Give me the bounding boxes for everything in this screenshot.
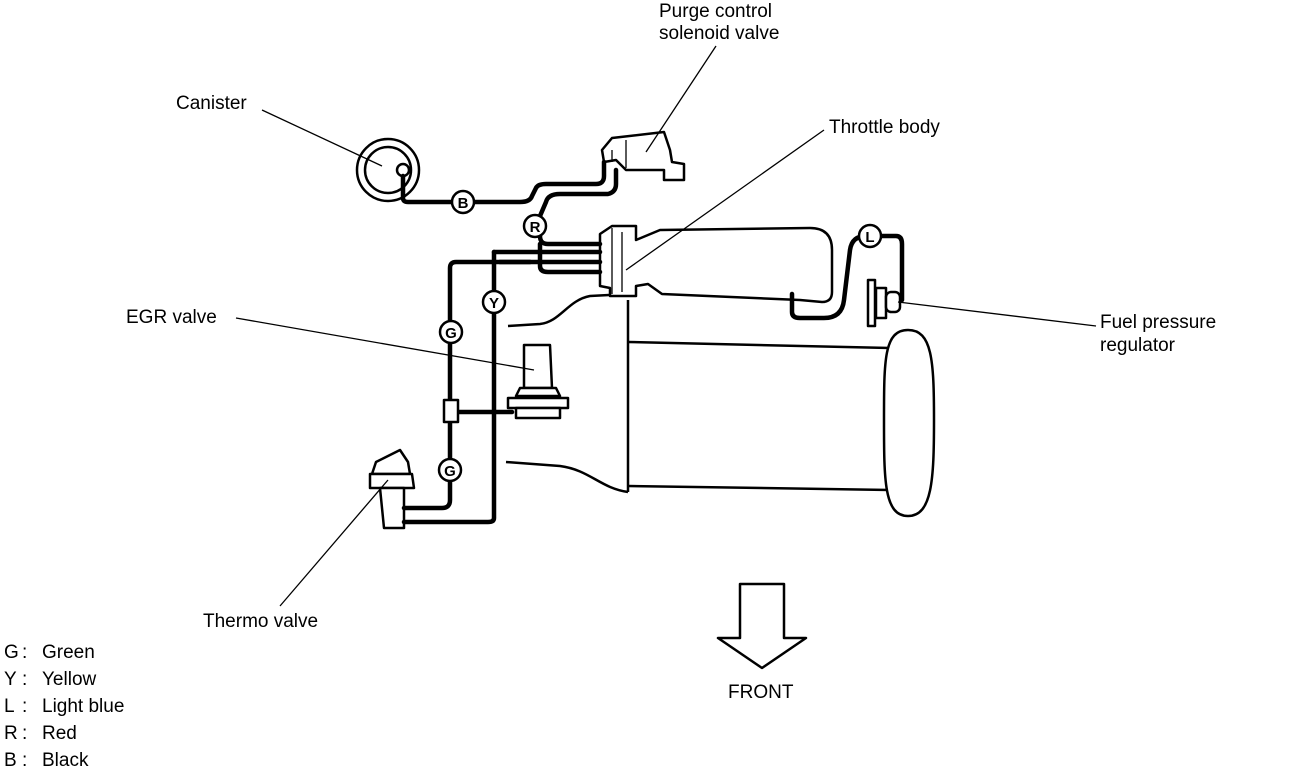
label-throttle-body: Throttle body — [829, 117, 940, 138]
legend-name: Red — [42, 723, 77, 744]
legend-name: Yellow — [42, 669, 97, 690]
legend-code: L — [4, 696, 15, 717]
hose-tag-red-text: R — [530, 219, 541, 236]
label-front: FRONT — [728, 682, 794, 703]
t-joint — [442, 398, 460, 424]
throttle-body — [598, 224, 834, 304]
legend-item: L : Light blue — [4, 696, 124, 717]
label-purge-line2: solenoid valve — [659, 23, 779, 44]
color-legend: G : Green Y : Yellow L : Light blue R : … — [4, 642, 124, 771]
leader-canister — [261, 109, 383, 167]
legend-name: Green — [42, 642, 95, 663]
leader-egr-valve — [235, 317, 535, 371]
leader-thermo-valve — [279, 479, 389, 607]
label-egr-valve: EGR valve — [126, 307, 217, 328]
legend-code: G — [4, 642, 19, 663]
hose-tag-green-upper: G — [438, 319, 464, 345]
leader-lines — [235, 45, 1097, 607]
legend-name: Light blue — [42, 696, 124, 717]
legend-item: B : Black — [4, 750, 89, 771]
hose-tag-yellow: Y — [481, 289, 507, 315]
egr-valve — [506, 343, 570, 420]
thermo-valve — [368, 448, 416, 530]
legend-sep: : — [22, 750, 27, 770]
legend-code: Y — [4, 669, 17, 690]
legend-sep: : — [22, 723, 27, 744]
label-fuel-line1: Fuel pressure — [1100, 312, 1216, 333]
hose-tag-black-text: B — [458, 195, 469, 212]
leader-throttle-body — [625, 129, 825, 271]
hose-tag-yellow-text: Y — [489, 295, 499, 312]
hose-tag-light-blue-text: L — [865, 229, 874, 246]
hose-tag-red: R — [522, 213, 548, 239]
legend-name: Black — [42, 750, 89, 770]
canister — [355, 137, 421, 203]
hose-tag-green-upper-text: G — [445, 325, 457, 342]
legend-item: G : Green — [4, 642, 95, 663]
legend-sep: : — [22, 696, 27, 717]
hose-tag-black: B — [450, 189, 476, 215]
hose-tag-light-blue: L — [857, 223, 883, 249]
legend-item: Y : Yellow — [4, 669, 97, 690]
label-fuel-line2: regulator — [1100, 335, 1176, 356]
vacuum-hoses — [400, 159, 905, 525]
fuel-pressure-regulator — [866, 278, 902, 328]
hose-tag-green-lower-text: G — [444, 463, 456, 480]
intake-collector — [505, 292, 936, 518]
label-purge-line1: Purge control — [659, 1, 772, 22]
leader-fuel-regulator — [897, 301, 1097, 327]
purge-control-solenoid-valve — [600, 130, 686, 182]
label-thermo-valve: Thermo valve — [203, 611, 318, 632]
legend-sep: : — [22, 669, 27, 690]
legend-code: R — [4, 723, 18, 744]
front-arrow-icon — [716, 582, 808, 670]
legend-code: B — [4, 750, 17, 770]
leader-purge — [645, 45, 717, 153]
label-canister: Canister — [176, 93, 247, 114]
legend-item: R : Red — [4, 723, 77, 744]
legend-sep: : — [22, 642, 27, 663]
hose-tag-green-lower: G — [437, 457, 463, 483]
